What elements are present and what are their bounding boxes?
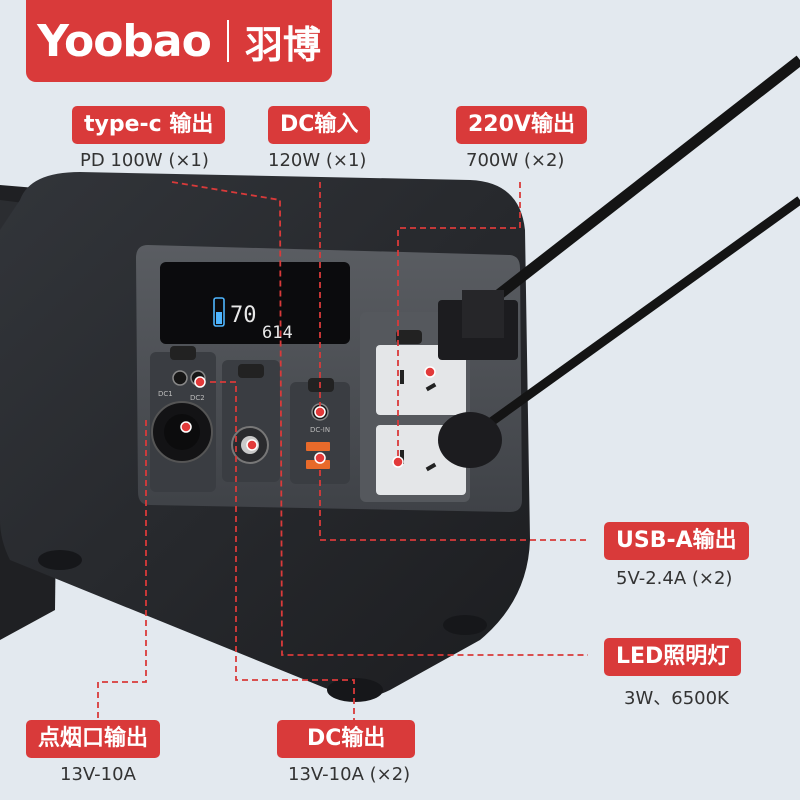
display-value-1: 70 (230, 303, 257, 328)
lcd-display (160, 262, 350, 344)
front-panel: 70 614 DC1 DC2 DC-IN (136, 245, 522, 512)
usb-a-port-2 (306, 460, 330, 469)
callout-dcin-spec: 120W (×1) (268, 150, 367, 171)
leader-lines (97, 181, 588, 722)
callout-led-spec: 3W、6500K (624, 688, 729, 709)
dc1-label: DC1 (158, 390, 173, 398)
display-value-2: 614 (262, 323, 293, 343)
callout-cig-label: 点烟口输出 (26, 720, 161, 758)
callout-ac-spec: 700W (×2) (466, 150, 565, 171)
callout-cig-spec: 13V-10A (60, 764, 136, 785)
dc2-label: DC2 (190, 394, 205, 402)
callout-led-label: LED照明灯 (604, 638, 742, 676)
port-markers (180, 366, 436, 468)
ac-plug-cables (438, 55, 800, 468)
callout-typec-label: type-c 输出 (72, 106, 226, 144)
usb-a-port-1 (306, 442, 330, 451)
callout-typec-spec: PD 100W (×1) (80, 150, 209, 171)
logo-divider (226, 20, 229, 62)
callout-dcout-spec: 13V-10A (×2) (288, 764, 411, 785)
callout-usba-label: USB-A输出 (604, 522, 749, 560)
callout-dcout-label: DC输出 (277, 720, 416, 758)
battery-icon (213, 297, 225, 327)
dc1-port (172, 370, 188, 386)
brand-name: Yoobao (37, 15, 212, 67)
brand-name-cn: 羽博 (244, 22, 321, 67)
brand-logo: Yoobao 羽博 (26, 0, 332, 82)
callout-usba-spec: 5V-2.4A (×2) (616, 568, 733, 589)
callout-dcin-label: DC输入 (268, 106, 371, 144)
dc-in-label: DC-IN (310, 426, 330, 434)
ac-plug-2 (438, 412, 502, 468)
callout-ac-label: 220V输出 (456, 106, 587, 144)
